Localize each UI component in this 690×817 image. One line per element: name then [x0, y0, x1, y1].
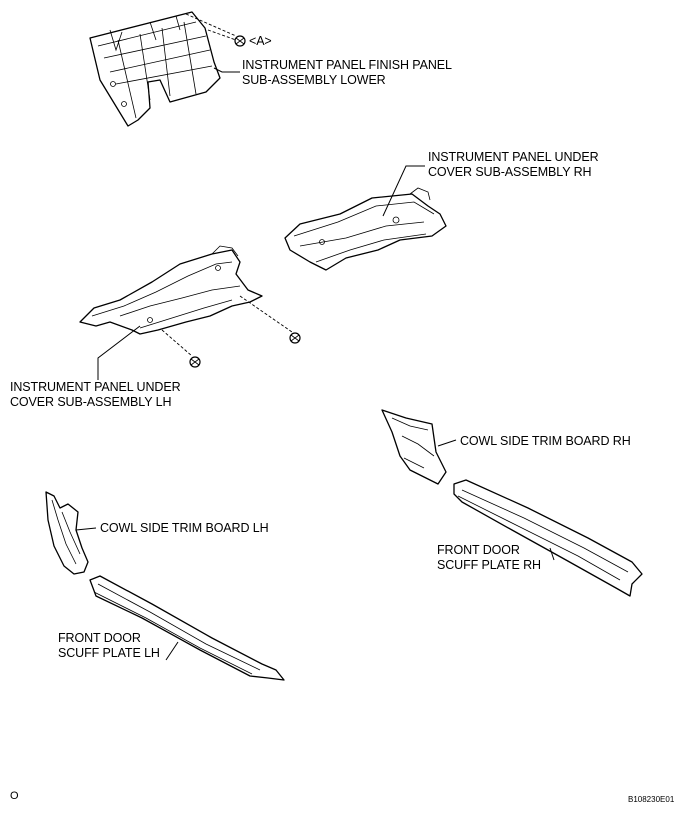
finish-panel-lower-part: [89, 11, 221, 127]
leader-scuff-rh: [549, 547, 555, 561]
bolt-a: [234, 35, 246, 47]
leader-scuff-lh: [165, 641, 179, 661]
scuff-lh-label-line-1: FRONT DOOR: [58, 631, 141, 645]
scuff-rh-label-line-1: FRONT DOOR: [437, 543, 520, 557]
under-cover-lh-label-line-2: COVER SUB-ASSEMBLY LH: [10, 395, 172, 409]
leader-cowl-rh: [437, 439, 457, 447]
footer-left-mark: O: [10, 790, 19, 802]
scuff-rh-label-line-2: SCUFF PLATE RH: [437, 558, 541, 572]
bolt-lh-left: [189, 356, 201, 368]
cowl-rh-label: COWL SIDE TRIM BOARD RH: [460, 434, 631, 448]
bolt-a-guide: [185, 13, 237, 37]
under-cover-rh-label-line-2: COVER SUB-ASSEMBLY RH: [428, 165, 592, 179]
scuff-lh-label-line-2: SCUFF PLATE LH: [58, 646, 160, 660]
bolt-lh-right: [289, 332, 301, 344]
finish-panel-label-line-1: INSTRUMENT PANEL FINISH PANEL: [242, 58, 452, 72]
under-cover-lh-label-line-1: INSTRUMENT PANEL UNDER: [10, 380, 181, 394]
leader-cowl-lh: [75, 527, 97, 531]
cowl-side-trim-rh-part: [381, 409, 447, 485]
figure-code: B108230E01: [628, 795, 675, 804]
scuff-plate-lh-part: [89, 575, 285, 681]
finish-panel-label-line-2: SUB-ASSEMBLY LOWER: [242, 73, 386, 87]
scuff-plate-rh-part: [453, 479, 643, 597]
under-cover-rh-label-line-1: INSTRUMENT PANEL UNDER: [428, 150, 599, 164]
cowl-side-trim-lh-part: [45, 491, 89, 575]
under-cover-lh-part: [79, 245, 263, 335]
leader-under-cover-rh: [382, 165, 425, 217]
bolt-a-label: <A>: [249, 34, 272, 48]
under-cover-rh-part: [284, 187, 447, 271]
cowl-lh-label: COWL SIDE TRIM BOARD LH: [100, 521, 269, 535]
leader-finish-panel: [213, 67, 240, 73]
leader-under-cover-lh: [97, 325, 141, 380]
